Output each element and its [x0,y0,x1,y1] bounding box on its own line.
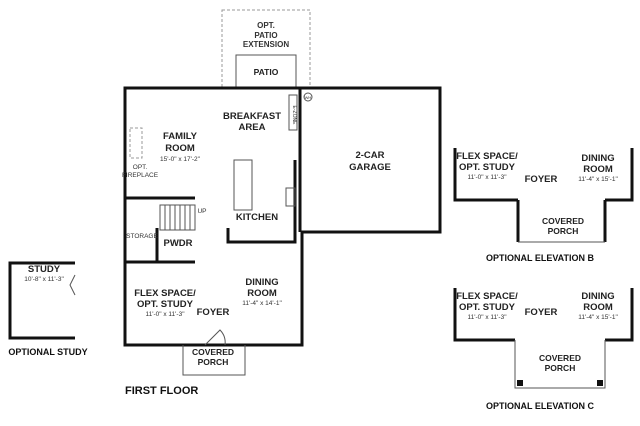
elev-b-foyer-label: FOYER [525,174,558,185]
elev-c-porch-label: PORCH [545,363,576,373]
dining-room-dims: 11'-4" x 14'-1" [242,300,282,307]
opt-fireplace-label: OPT. [133,164,148,171]
elevation-c-porch-outline [514,340,606,389]
elev-b-flex-label: OPT. STUDY [459,162,516,173]
elevation-b-title: OPTIONAL ELEVATION B [486,253,595,263]
elevation-c-walls [453,288,634,342]
powder-room-label: PWDR [163,238,192,249]
patio-label: PATIO [254,67,279,77]
study-walls [8,261,75,340]
stairs [159,204,196,231]
front-door-swing [204,329,226,346]
garage-label: 2-CAR [355,150,384,161]
house-exterior-walls [123,86,442,347]
breakfast-area-label: AREA [239,122,266,133]
foyer-label: FOYER [197,307,230,318]
water-heater-label: WH [305,95,312,100]
elev-b-porch-label: PORCH [548,226,579,236]
opt-fireplace-outline [129,127,143,159]
e-zone [288,94,298,131]
elev-c-flex-label: OPT. STUDY [459,302,516,313]
kitchen-island [233,159,253,211]
elev-b-dining-label: ROOM [583,164,613,175]
study-label: STUDY [28,264,61,275]
family-room-label: ROOM [165,143,195,154]
opt-patio-label: PATIO [254,31,277,40]
kitchen-label: KITCHEN [236,212,278,223]
flex-space-dims: 11'-0" x 11'-3" [145,311,185,318]
porch-column [597,380,603,386]
opt-fireplace-label: FIREPLACE [122,172,159,179]
range [285,187,296,207]
family-room-label: FAMILY [163,131,198,142]
family-room-dims: 15'-0" x 17'-2" [160,156,201,163]
storage-label: STORAGE [126,233,158,240]
stairs-up-label: UP [197,208,206,215]
breakfast-area-label: BREAKFAST [223,111,281,122]
elev-c-foyer-label: FOYER [525,307,558,318]
garage-label: GARAGE [349,162,391,173]
elevation-b-walls [453,148,634,242]
study-dims: 10'-8" x 11'-3" [24,276,64,283]
elev-b-dining-dims: 11'-4" x 15'-1" [578,176,618,183]
covered-porch-label: COVERED [192,347,234,357]
water-heater-icon [303,92,313,102]
opt-patio-label: EXTENSION [243,40,289,49]
elev-c-flex-dims: 11'-0" x 11'-3" [467,314,507,321]
elev-b-flex-label: FLEX SPACE/ [456,151,518,162]
elev-c-flex-label: FLEX SPACE/ [456,291,518,302]
dining-room-label: ROOM [247,288,277,299]
optional-study-title: OPTIONAL STUDY [8,347,87,357]
first-floor-title: FIRST FLOOR [125,385,198,397]
flex-space-label: FLEX SPACE/ [134,288,196,299]
elev-c-dining-dims: 11'-4" x 15'-1" [578,314,618,321]
study-door [69,274,76,296]
elev-b-dining-label: DINING [581,153,614,164]
elev-c-dining-label: ROOM [583,302,613,313]
dining-room-label: DINING [245,277,278,288]
flex-space-label: OPT. STUDY [137,299,194,310]
elev-c-porch-label: COVERED [539,353,581,363]
kitchen-wall [226,160,297,244]
elev-b-porch-label: COVERED [542,216,584,226]
elevation-c-title: OPTIONAL ELEVATION C [486,401,595,411]
elev-c-dining-label: DINING [581,291,614,302]
elev-b-flex-dims: 11'-0" x 11'-3" [467,174,507,181]
porch-column [517,380,523,386]
e-zone-label: E-ZONE [291,106,297,126]
opt-patio-label: OPT. [257,21,275,30]
covered-porch-label: PORCH [198,357,229,367]
covered-porch-outline [182,345,246,376]
